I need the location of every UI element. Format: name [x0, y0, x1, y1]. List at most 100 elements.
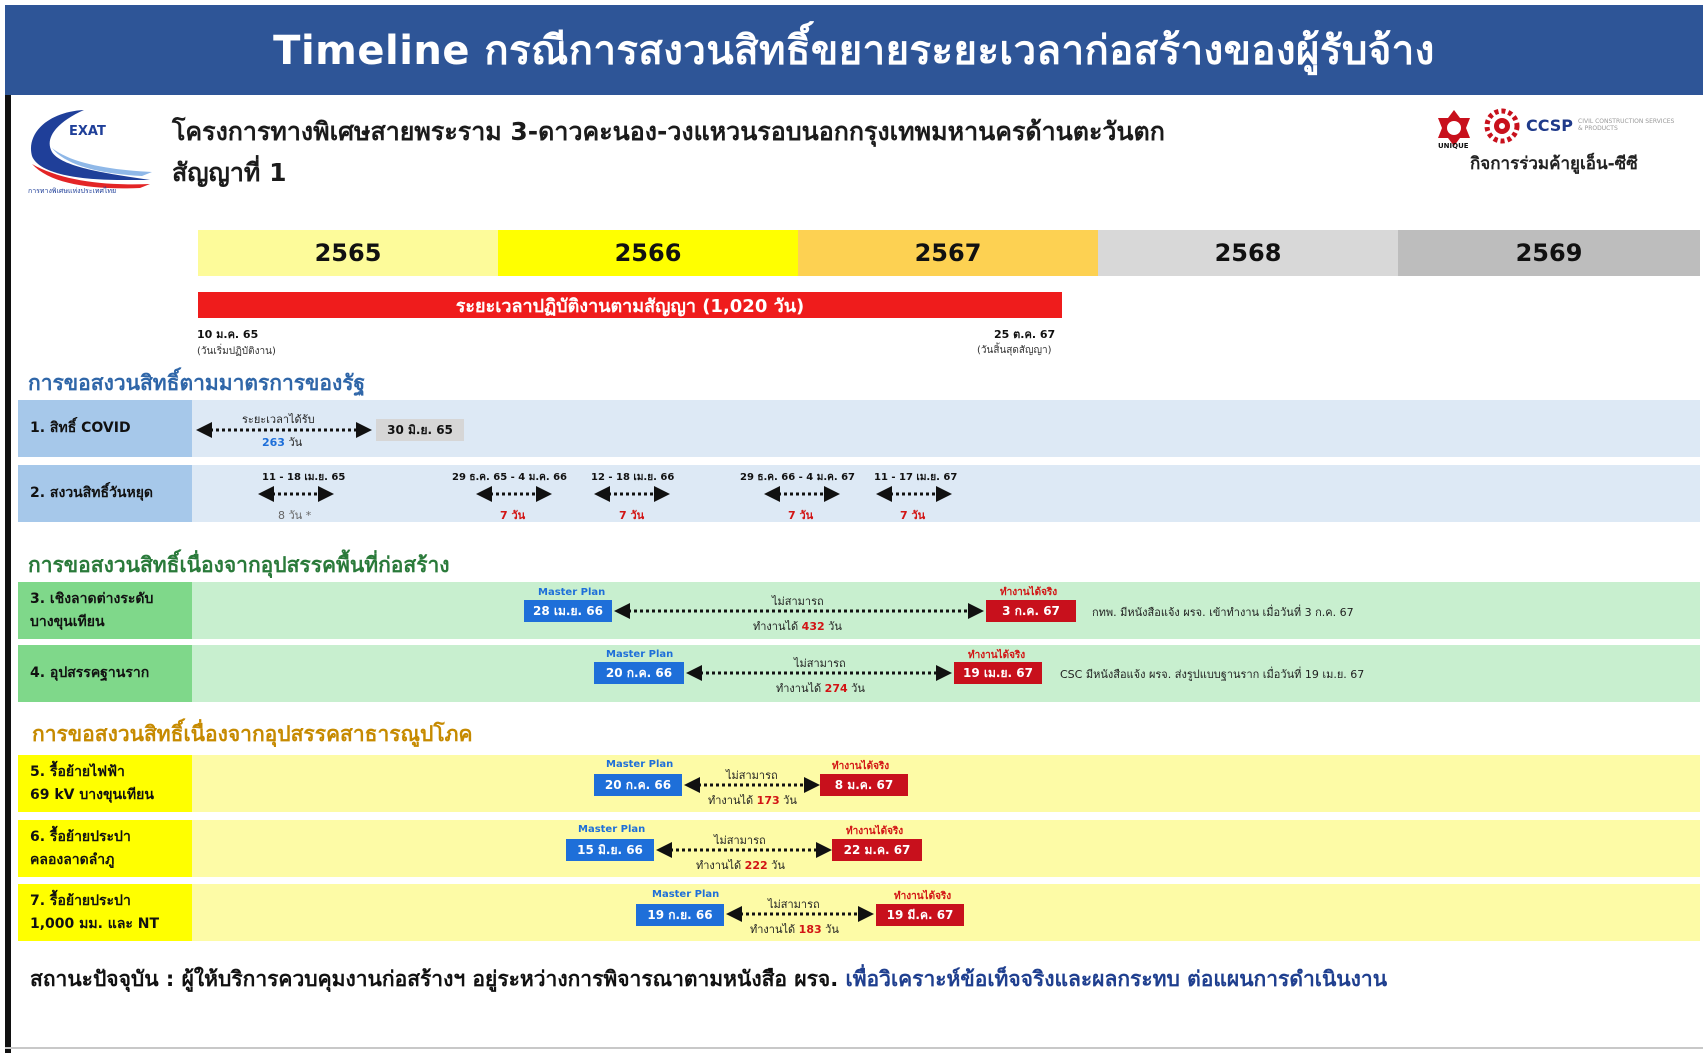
holiday-5-arrow — [876, 486, 952, 502]
contract-start-date: 10 ม.ค. 65 — [197, 328, 259, 341]
current-status: สถานะปัจจุบัน : ผู้ให้บริการควบคุมงานก่อ… — [30, 963, 1387, 996]
covid-days-unit: วัน — [288, 436, 303, 449]
contract-end-date: 25 ต.ค. 67 — [994, 328, 1056, 341]
holiday-2-range: 29 ธ.ค. 65 - 4 ม.ค. 66 — [452, 472, 568, 483]
contract-number: สัญญาที่ 1 — [172, 158, 287, 187]
section-state-measures: การขอสงวนสิทธิ์ตามมาตรการของรัฐ — [28, 371, 366, 395]
days-value: 222 — [744, 859, 768, 872]
unable-label: ไม่สามารถ — [794, 657, 846, 670]
actual-tag: ทำงานได้จริง — [894, 891, 952, 902]
days-value: 173 — [756, 794, 780, 807]
status-highlight: เพื่อวิเคราะห์ข้อเท็จจริงและผลกระทบ ต่อแ… — [845, 967, 1388, 991]
year-2568: 2568 — [1098, 230, 1398, 276]
section-site-obstacles: การขอสงวนสิทธิ์เนื่องจากอุปสรรคพื้นที่ก่… — [28, 553, 450, 577]
row-water-relocation-1-label: 6. รื้อย้ายประปา คลองลาดลำภู — [18, 820, 192, 877]
work-prefix: ทำงานได้ — [753, 620, 799, 633]
workable-days: ทำงานได้ 183 วัน — [750, 920, 839, 938]
covid-days: 263 วัน — [262, 433, 302, 451]
unable-label: ไม่สามารถ — [714, 834, 766, 847]
unable-label: ไม่สามารถ — [768, 898, 820, 911]
unique-logo-text: UNIQUE — [1438, 142, 1469, 150]
plan-date: 20 ก.ค. 66 — [594, 774, 682, 796]
day-unit: วัน — [828, 620, 842, 633]
contract-period-bar: ระยะเวลาปฏิบัติงานตามสัญญา (1,020 วัน) — [198, 292, 1062, 318]
covid-days-value: 263 — [262, 436, 285, 449]
plan-date: 19 ก.ย. 66 — [636, 904, 724, 926]
holiday-3-days: 7 วัน — [619, 509, 645, 522]
holiday-5-days: 7 วัน — [900, 509, 926, 522]
year-2565: 2565 — [198, 230, 498, 276]
work-prefix: ทำงานได้ — [708, 794, 754, 807]
master-plan-tag: Master Plan — [606, 649, 674, 660]
ccsp-gear-icon — [1484, 108, 1520, 144]
ccsp-logo-text: CCSP — [1526, 116, 1574, 135]
row-water-relocation-2-label: 7. รื้อย้ายประปา 1,000 มม. และ NT — [18, 884, 192, 941]
holiday-2-arrow — [476, 486, 552, 502]
row-label-line: 5. รื้อย้ายไฟฟ้า — [30, 764, 125, 781]
row-power-relocation-label: 5. รื้อย้ายไฟฟ้า 69 kV บางขุนเทียน — [18, 755, 192, 812]
plan-date: 28 เม.ย. 66 — [524, 600, 612, 622]
covid-end-date: 30 มิ.ย. 65 — [376, 419, 464, 441]
days-value: 274 — [824, 682, 848, 695]
obstacle-arrow — [726, 906, 874, 922]
ccsp-subtitle: CIVIL CONSTRUCTION SERVICES & PRODUCTS — [1578, 118, 1675, 132]
row-foundation-label: 4. อุปสรรคฐานราก — [18, 645, 192, 702]
row-covid — [18, 400, 1700, 457]
holiday-3-range: 12 - 18 เม.ย. 66 — [591, 472, 675, 483]
actual-date: 22 ม.ค. 67 — [832, 839, 922, 861]
actual-tag: ทำงานได้จริง — [846, 826, 904, 837]
unique-logo-icon — [1438, 110, 1470, 146]
row-label-line: 69 kV บางขุนเทียน — [30, 786, 154, 803]
obstacle-arrow — [656, 842, 832, 858]
contract-end-note: (วันสิ้นสุดสัญญา) — [977, 345, 1052, 356]
unable-label: ไม่สามารถ — [726, 769, 778, 782]
day-unit: วัน — [771, 859, 785, 872]
unable-label: ไม่สามารถ — [772, 595, 824, 608]
holiday-5-range: 11 - 17 เม.ย. 67 — [874, 472, 958, 483]
workable-days: ทำงานได้ 173 วัน — [708, 791, 797, 809]
master-plan-tag: Master Plan — [606, 759, 674, 770]
row-note: กทพ. มีหนังสือแจ้ง ผรจ. เข้าทำงาน เมื่อว… — [1092, 606, 1354, 619]
year-2566: 2566 — [498, 230, 798, 276]
obstacle-arrow — [614, 603, 984, 619]
actual-date: 3 ก.ค. 67 — [986, 600, 1076, 622]
section-utility-obstacles: การขอสงวนสิทธิ์เนื่องจากอุปสรรคสาธารณูปโ… — [32, 722, 473, 746]
row-note: CSC มีหนังสือแจ้ง ผรจ. ส่งรูปแบบฐานราก เ… — [1060, 668, 1365, 681]
work-prefix: ทำงานได้ — [696, 859, 742, 872]
day-unit: วัน — [783, 794, 797, 807]
days-value: 432 — [801, 620, 825, 633]
exat-logo: EXAT การทางพิเศษแห่งประเทศไทย — [22, 104, 157, 196]
actual-tag: ทำงานได้จริง — [832, 761, 890, 772]
workable-days: ทำงานได้ 222 วัน — [696, 856, 785, 874]
row-label-line: บางขุนเทียน — [30, 613, 105, 630]
obstacle-arrow — [686, 665, 952, 681]
row-label-line: 6. รื้อย้ายประปา — [30, 829, 131, 846]
plan-date: 20 ก.ค. 66 — [594, 662, 684, 684]
workable-days: ทำงานได้ 274 วัน — [776, 679, 865, 697]
plan-date: 15 มิ.ย. 66 — [566, 839, 654, 861]
row-label-line: คลองลาดลำภู — [30, 851, 115, 868]
year-2567: 2567 — [798, 230, 1098, 276]
bottom-divider — [5, 1047, 1703, 1049]
actual-tag: ทำงานได้จริง — [968, 650, 1026, 661]
workable-days: ทำงานได้ 432 วัน — [753, 617, 842, 635]
work-prefix: ทำงานได้ — [750, 923, 796, 936]
year-2569: 2569 — [1398, 230, 1700, 276]
status-text: สถานะปัจจุบัน : ผู้ให้บริการควบคุมงานก่อ… — [30, 967, 839, 991]
holiday-4-days: 7 วัน — [788, 509, 814, 522]
exat-logo-mark — [30, 110, 152, 189]
master-plan-tag: Master Plan — [578, 824, 646, 835]
row-label-line: 1. สิทธิ์ COVID — [30, 420, 131, 437]
actual-tag: ทำงานได้จริง — [1000, 587, 1058, 598]
day-unit: วัน — [851, 682, 865, 695]
row-label-line: 2. สงวนสิทธิ์วันหยุด — [30, 485, 154, 502]
exat-logo-caption: การทางพิเศษแห่งประเทศไทย — [28, 187, 117, 195]
joint-venture-name: กิจการร่วมค้ายูเอ็น-ซีซี — [1470, 154, 1638, 174]
actual-date: 19 เม.ย. 67 — [954, 662, 1042, 684]
holiday-3-arrow — [594, 486, 670, 502]
contract-start-note: (วันเริ่มปฏิบัติงาน) — [197, 346, 276, 357]
day-unit: วัน — [825, 923, 839, 936]
holiday-1-range: 11 - 18 เม.ย. 65 — [262, 472, 346, 483]
holiday-1-days: 8 วัน * — [278, 509, 312, 522]
master-plan-tag: Master Plan — [538, 587, 606, 598]
